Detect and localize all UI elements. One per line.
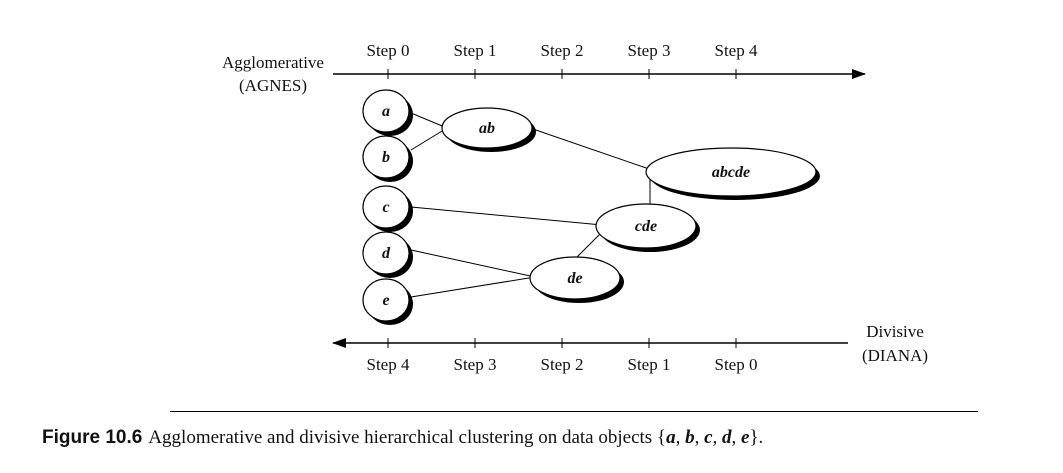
agglomerative-axis: Step 0 Step 1 Step 2 Step 3 Step 4 Agglo… xyxy=(222,41,866,95)
node-cde: cde xyxy=(595,203,700,252)
edge-e-de xyxy=(410,276,536,298)
caption-divider xyxy=(170,411,978,412)
divisive-step-label: Step 4 xyxy=(367,355,410,374)
edge-c-cde xyxy=(410,206,603,226)
caption-text: Agglomerative and divisive hierarchical … xyxy=(148,427,667,448)
node-ellipse xyxy=(362,185,410,229)
node-label: b xyxy=(382,149,390,166)
divisive-step-label: Step 3 xyxy=(454,355,497,374)
agglomerative-step-label: Step 4 xyxy=(715,41,758,60)
agglomerative-step-label: Step 1 xyxy=(454,41,497,60)
agglomerative-label: Agglomerative xyxy=(222,53,324,72)
caption-closing: }. xyxy=(749,427,764,448)
agglomerative-step-label: Step 2 xyxy=(541,41,584,60)
caption-object: c xyxy=(704,427,713,448)
agglomerative-step-label: Step 0 xyxy=(367,41,410,60)
node-ellipse xyxy=(645,147,817,197)
node-d: d xyxy=(362,231,413,278)
node-label: c xyxy=(382,199,389,216)
node-ellipse xyxy=(362,89,410,133)
node-ellipse xyxy=(362,231,410,275)
divisive-label: Divisive xyxy=(866,322,924,341)
node-label: de xyxy=(567,270,582,287)
divisive-axis: Step 4 Step 3 Step 2 Step 1 Step 0 Divis… xyxy=(332,322,928,374)
caption-object: e xyxy=(741,427,750,448)
edges xyxy=(410,112,653,298)
node-ellipse xyxy=(362,278,410,322)
clustering-diagram: Step 0 Step 1 Step 2 Step 3 Step 4 Agglo… xyxy=(222,41,928,374)
node-b: b xyxy=(362,135,413,182)
caption-object: b xyxy=(685,427,695,448)
edge-b-ab xyxy=(410,127,448,151)
node-label: abcde xyxy=(712,164,750,181)
edge-ab-abcde xyxy=(529,127,653,171)
node-label: ab xyxy=(479,120,495,137)
node-a: a xyxy=(362,89,413,136)
node-label: d xyxy=(382,245,391,262)
node-ellipse xyxy=(595,203,697,249)
caption-object: a xyxy=(666,427,676,448)
agglomerative-abbrev: (AGNES) xyxy=(239,76,307,95)
node-ab: ab xyxy=(441,107,536,152)
node-ellipse xyxy=(441,107,533,149)
node-c: c xyxy=(362,185,413,232)
edge-d-de xyxy=(410,249,536,278)
node-de: de xyxy=(529,256,624,303)
figure-label: Figure 10.6 xyxy=(42,427,143,448)
node-e: e xyxy=(362,278,413,325)
divisive-step-label: Step 2 xyxy=(541,355,584,374)
divisive-abbrev: (DIANA) xyxy=(862,346,928,365)
node-label: e xyxy=(382,292,389,309)
node-label: cde xyxy=(635,218,657,235)
divisive-step-label: Step 0 xyxy=(715,355,758,374)
node-ellipse xyxy=(529,256,621,300)
node-ellipse xyxy=(362,135,410,179)
node-abcde: abcde xyxy=(645,147,820,200)
caption-object: d xyxy=(722,427,732,448)
agglomerative-step-label: Step 3 xyxy=(628,41,671,60)
node-label: a xyxy=(382,103,390,120)
edge-a-ab xyxy=(410,112,448,129)
divisive-step-label: Step 1 xyxy=(628,355,671,374)
